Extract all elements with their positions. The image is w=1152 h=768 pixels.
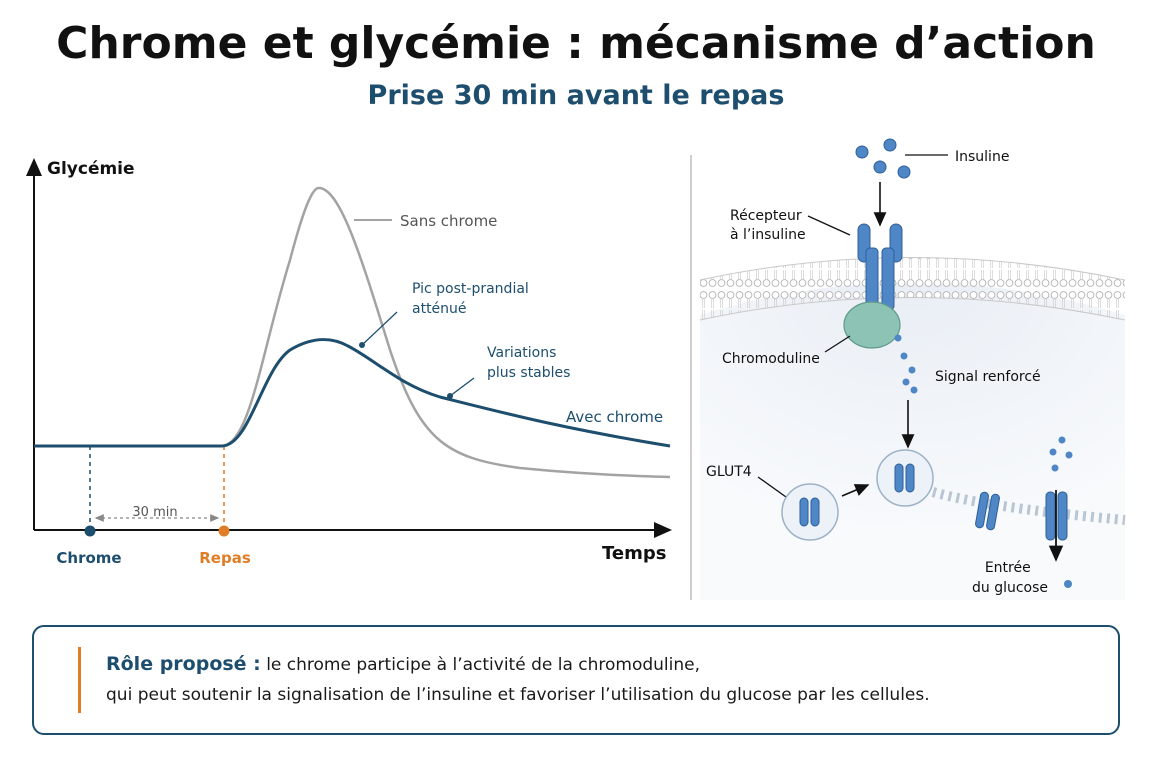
insulin-molecules	[855, 138, 911, 179]
receptor-label: Récepteur à l’insuline	[730, 208, 806, 243]
repas-marker-label: Repas	[199, 549, 251, 567]
without-legend-label: Sans chrome	[400, 212, 497, 230]
vesicle-transfer-arrow	[841, 484, 870, 497]
glut4-label: GLUT4	[706, 464, 752, 480]
curve-with-chrome	[34, 338, 671, 448]
mechanism-diagram: Insuline Récepteur à l’insuline Chromodu…	[699, 138, 1126, 600]
peak-annotation-line1: Pic post-prandial	[412, 281, 529, 297]
glucose-molecules	[1049, 436, 1073, 588]
panel-divider	[690, 155, 692, 600]
stable-annotation-line1: Variations	[487, 345, 556, 361]
with-legend-label: Avec chrome	[566, 408, 663, 426]
stable-annotation-line	[449, 377, 475, 397]
insulin-receptor	[857, 223, 903, 311]
stable-annotation-line2: plus stables	[487, 365, 570, 381]
chrome-marker-dot	[84, 525, 96, 537]
insulin-label: Insuline	[955, 149, 1009, 165]
peak-annotation-line	[361, 311, 398, 346]
glut4-vesicle-2	[876, 449, 934, 507]
note-line-1-text: le chrome participe à l’activité de la c…	[260, 655, 701, 675]
peak-annotation-dot	[359, 342, 365, 348]
chrome-marker-label: Chrome	[56, 549, 121, 567]
page-subtitle: Prise 30 min avant le repas	[367, 80, 785, 111]
glucose-entry-label-line2: du glucose	[972, 580, 1048, 596]
note-heading: Rôle proposé :	[106, 653, 261, 675]
interval-label: 30 min	[132, 505, 177, 520]
page-title: Chrome et glycémie : mécanisme d’action	[56, 18, 1096, 69]
curve-without-chrome	[34, 186, 671, 479]
membrane-inner-edge	[699, 297, 1126, 321]
chromodulin	[843, 301, 901, 349]
note-line-1: Rôle proposé : le chrome participe à l’a…	[106, 653, 700, 675]
signal-dots	[894, 334, 918, 394]
stable-annotation: Variations plus stables	[487, 345, 570, 381]
chromodulin-label-line	[824, 335, 851, 353]
receptor-label-line1: Récepteur	[730, 208, 802, 224]
vesicle-fusion-chain	[931, 487, 1126, 541]
glucose-entry-label: Entrée du glucose	[972, 560, 1048, 596]
repas-marker-dot	[218, 525, 230, 537]
glycemia-graph: Glycémie Temps 30 min Chrome Repas Sans …	[26, 158, 672, 567]
glut4-vesicle-1	[781, 483, 839, 541]
y-axis-label: Glycémie	[47, 159, 135, 179]
receptor-label-line	[807, 215, 851, 236]
cell-membrane	[700, 257, 1125, 320]
stable-annotation-dot	[447, 393, 453, 399]
peak-annotation: Pic post-prandial atténué	[412, 281, 533, 317]
glucose-entry-label-line1: Entrée	[985, 560, 1031, 576]
note-accent-bar	[78, 647, 81, 713]
note-line-2: qui peut soutenir la signalisation de l’…	[106, 685, 930, 705]
role-note-box: Rôle proposé : le chrome participe à l’a…	[32, 625, 1120, 735]
receptor-label-line2: à l’insuline	[730, 227, 806, 243]
x-axis-label: Temps	[602, 543, 666, 564]
signal-label: Signal renforcé	[935, 369, 1041, 385]
chromodulin-label: Chromoduline	[722, 351, 820, 367]
peak-annotation-line2: atténué	[412, 301, 467, 317]
membrane-outer-edge	[699, 257, 1126, 281]
